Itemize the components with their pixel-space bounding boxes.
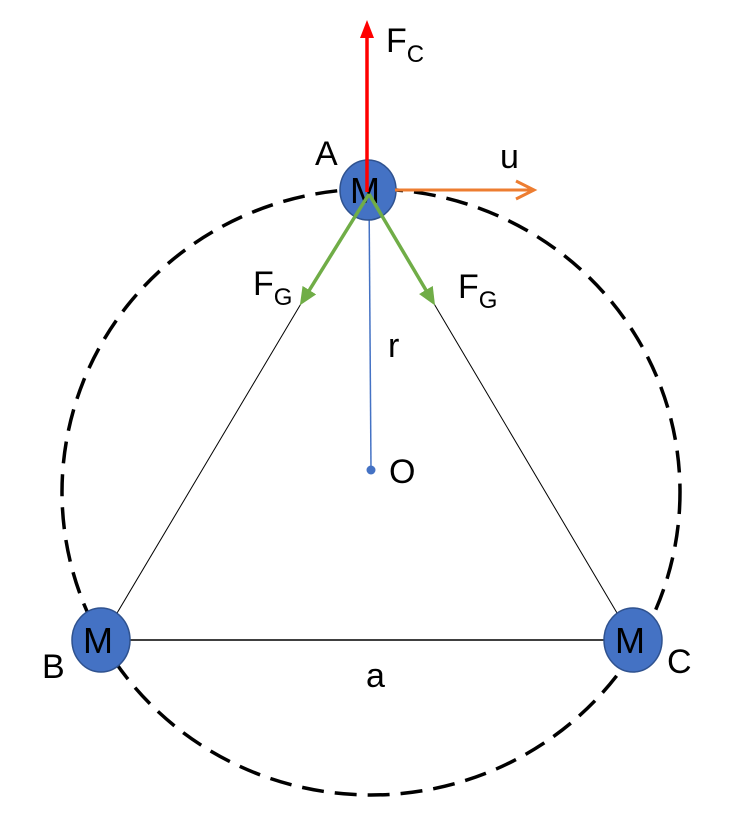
fg-label-left: FG xyxy=(253,265,292,311)
orbit-circle xyxy=(60,187,682,797)
gravity-force-arrow-left xyxy=(299,193,371,306)
a-label: a xyxy=(366,657,385,695)
o-label: O xyxy=(389,453,415,491)
point-c-label: C xyxy=(667,643,692,681)
mass-c xyxy=(603,607,663,673)
mass-c-label: M xyxy=(615,620,645,661)
triangle-side-ab xyxy=(100,301,303,641)
point-b-label: B xyxy=(42,648,65,686)
triangle-side-ac xyxy=(432,301,634,641)
radius-line xyxy=(368,191,372,471)
velocity-arrowhead xyxy=(515,179,538,201)
center-point xyxy=(366,465,376,475)
fg-label-right: FG xyxy=(458,268,497,314)
mass-b xyxy=(71,607,131,673)
point-a-label: A xyxy=(315,135,338,173)
u-label: u xyxy=(500,138,519,176)
gravity-force-arrow-right xyxy=(367,193,436,306)
mass-b-label: M xyxy=(83,620,113,661)
fc-label: FC xyxy=(386,22,424,68)
centripetal-arrowhead xyxy=(360,20,374,38)
r-label: r xyxy=(388,327,399,365)
